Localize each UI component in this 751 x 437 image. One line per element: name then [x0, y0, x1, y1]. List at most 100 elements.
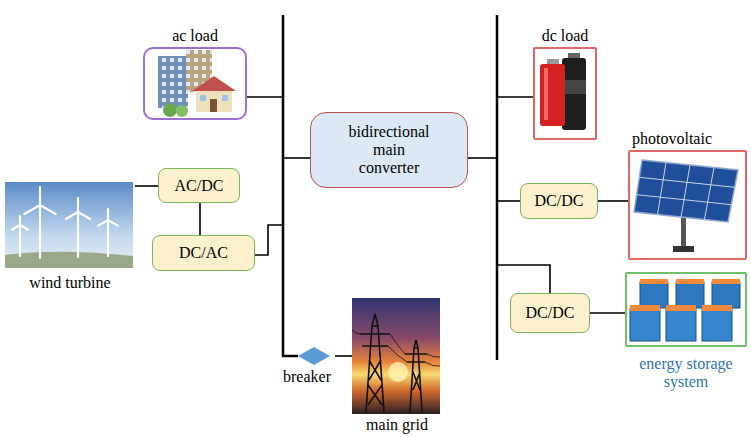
converter-box: DC/DC	[510, 293, 590, 333]
storage-battery-picture	[640, 282, 668, 308]
battery-icon	[562, 80, 586, 94]
converter-box: DC/AC	[152, 235, 255, 271]
breaker-diamond: breaker	[283, 347, 335, 386]
connector-line	[135, 185, 158, 187]
solar-panel-picture	[637, 163, 735, 220]
connector-line	[590, 312, 625, 314]
icon-frame	[352, 298, 442, 414]
grid-picture: main grid	[352, 298, 442, 434]
solar-panel-picture	[634, 160, 738, 222]
wind-turbine-picture	[12, 216, 28, 256]
icon-frame	[533, 47, 597, 140]
icon-frame	[143, 47, 247, 120]
node-label: breaker	[283, 368, 335, 386]
storage-battery-picture	[712, 282, 740, 308]
heading-block: photovoltaic	[628, 130, 747, 148]
node-label: DC/AC	[179, 244, 228, 262]
node-label: bidirectional main converter	[344, 123, 434, 177]
node-label: main grid	[352, 416, 442, 434]
power-grid-picture	[352, 298, 440, 414]
heading-block: dc load	[533, 27, 597, 45]
node-label: wind turbine	[5, 274, 135, 292]
building-icon	[158, 56, 188, 108]
solar-panel-picture	[634, 160, 738, 252]
feeder-wire	[468, 157, 497, 159]
heading-block: energy storage system	[625, 355, 747, 391]
building-icon	[158, 50, 236, 117]
node-label: energy storage system	[625, 355, 747, 391]
feeder-wire	[245, 97, 550, 293]
building-icon	[200, 95, 206, 101]
storage-battery-picture	[712, 279, 740, 284]
node-label: photovoltaic	[632, 130, 747, 148]
connector-line	[598, 200, 628, 202]
battery-icon	[544, 68, 548, 120]
node-label: DC/DC	[535, 192, 584, 210]
storage-battery-picture	[666, 309, 696, 341]
power-grid-picture	[360, 314, 390, 412]
diamond-shape	[298, 347, 330, 365]
storage-battery-picture	[702, 309, 732, 341]
wind-turbine-picture	[5, 182, 133, 268]
node-label: AC/DC	[175, 177, 224, 195]
storage-battery-picture	[666, 305, 696, 311]
connector-line	[199, 203, 201, 235]
building-icon	[192, 76, 236, 91]
wind-turbine-picture	[24, 187, 55, 258]
feeder-wire	[245, 96, 283, 98]
icon-frame	[628, 150, 747, 260]
converter-box: DC/DC	[520, 183, 598, 219]
building-icon	[158, 56, 188, 108]
diamond-shape	[298, 347, 330, 365]
building-icon	[196, 90, 232, 112]
feeder-wire	[255, 225, 283, 255]
node-label: DC/DC	[526, 304, 575, 322]
battery-icon	[540, 53, 586, 130]
wind-turbine-picture	[5, 182, 133, 268]
storage-battery-picture	[676, 282, 704, 308]
storage-icon-box: energy storage system	[625, 272, 747, 391]
wind-turbine-picture	[66, 198, 90, 257]
building-icon	[222, 95, 228, 101]
bus-wire	[496, 15, 499, 360]
building-icon	[163, 103, 177, 117]
bus-wire	[283, 15, 298, 356]
solar-panel-picture	[673, 246, 694, 252]
load-icon-box: dc load	[533, 27, 597, 140]
heading-block: main grid	[352, 416, 442, 434]
battery-icon	[540, 64, 565, 126]
icon-frame	[625, 272, 747, 347]
solar-panel-picture	[681, 216, 686, 248]
feeder-wire	[497, 265, 550, 293]
power-grid-picture	[388, 362, 408, 382]
feeder-wire	[497, 200, 520, 202]
node-label: dc load	[533, 27, 597, 45]
icon-frame	[5, 182, 135, 268]
battery-icon	[562, 58, 586, 130]
heading-block: wind turbine	[5, 274, 135, 292]
heading-block: ac load	[143, 27, 247, 45]
power-grid-picture	[352, 330, 440, 366]
node-label: ac load	[143, 27, 247, 45]
power-grid-picture	[405, 340, 427, 412]
storage-battery-picture	[702, 305, 732, 311]
power-grid-picture	[352, 298, 440, 414]
connector-line	[335, 355, 352, 357]
feeder-wire	[497, 96, 533, 98]
building-icon	[210, 99, 217, 112]
wind-turbine-picture: wind turbine	[5, 182, 135, 292]
storage-battery-picture	[630, 309, 660, 341]
building-icon	[176, 105, 188, 117]
load-icon-box: ac load	[143, 27, 247, 120]
converter-box: bidirectional main converter	[310, 112, 468, 188]
wind-turbine-picture	[5, 252, 133, 268]
pv-panel-box: photovoltaic	[628, 130, 747, 260]
wind-turbine-picture	[99, 209, 118, 256]
converter-box: AC/DC	[158, 168, 240, 203]
storage-battery-picture	[676, 279, 704, 284]
storage-battery-picture	[630, 305, 660, 311]
